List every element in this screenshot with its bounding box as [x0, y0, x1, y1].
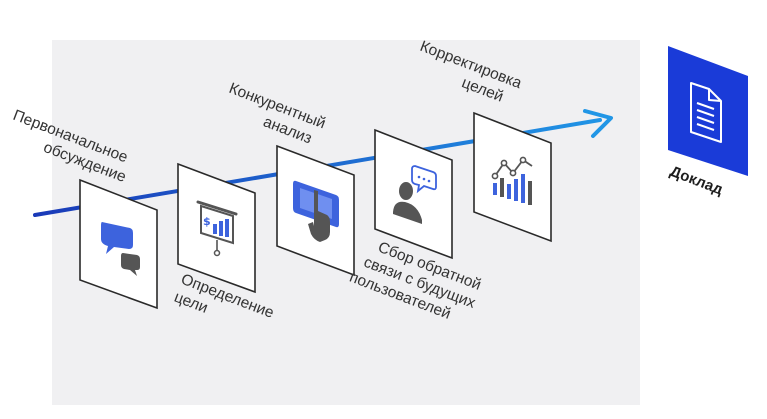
step-label-4: Сбор обратной связи с будущих пользовате… [347, 233, 488, 331]
step-label-3: Конкурентный анализ [220, 80, 332, 152]
step-label-1: Первоначальное обсуждение [4, 107, 135, 186]
arrowhead-icon [583, 109, 613, 138]
report-card [668, 46, 748, 176]
step-card-2: $ [177, 162, 256, 294]
step-label-5: Корректировка целей [411, 38, 528, 112]
svg-text:Первоначальное обсужде: Первоначальное обсуждение [4, 107, 135, 186]
tablet-touch-icon [293, 180, 339, 242]
chat-bubbles-icon [101, 222, 140, 276]
report-label: Доклад [668, 163, 726, 199]
svg-text:Сбор обратной связи с: Сбор обратной связи с будущих пользовате… [347, 233, 488, 331]
analytics-chart-icon [491, 156, 533, 205]
svg-text:Конкурентный анализ: Конкурентный анализ [220, 80, 332, 152]
document-icon [690, 82, 722, 143]
presentation-chart-icon: $ [196, 200, 238, 257]
step-card-1 [79, 178, 158, 310]
step-card-5 [473, 111, 552, 243]
step-card-4 [374, 128, 453, 260]
user-feedback-icon [393, 165, 437, 224]
svg-text:$: $ [203, 215, 211, 228]
step-card-3 [276, 144, 355, 277]
svg-text:Корректировка целей: Корректировка целей [411, 38, 528, 112]
